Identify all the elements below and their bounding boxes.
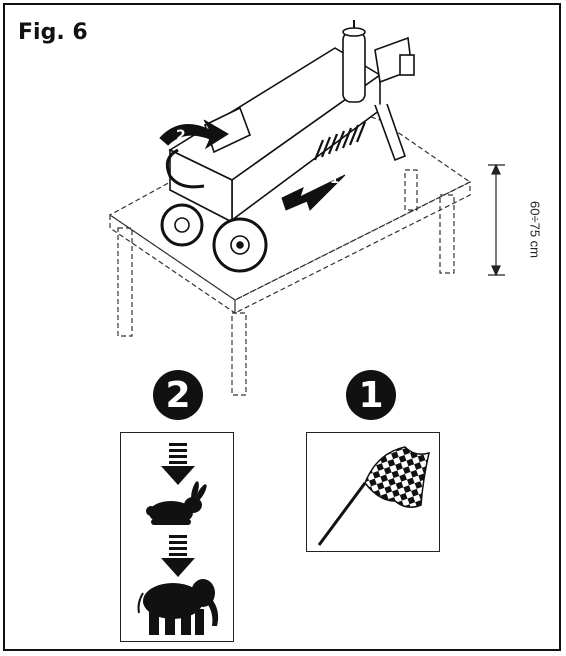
checkered-flag-icon — [317, 446, 431, 546]
step-2-panel — [120, 432, 234, 642]
direction-arrow-1 — [281, 174, 346, 211]
elephant-icon — [137, 579, 219, 635]
height-dimension-label: 60÷75 cm — [527, 201, 543, 258]
arrow-down-icon — [161, 443, 195, 485]
figure-label: Fig. 6 — [18, 20, 88, 45]
height-dimension-line — [488, 163, 505, 277]
splitter-machine — [160, 20, 415, 273]
step-1-badge: 1 — [346, 370, 396, 420]
step-2-badge: 2 — [153, 370, 203, 420]
arrow-1-label: 1 — [330, 172, 340, 187]
arrow-2-label: 2 — [176, 128, 186, 144]
rabbit-icon — [146, 481, 207, 525]
direction-arrow-2 — [159, 119, 229, 150]
arrow-down-icon — [161, 535, 195, 577]
step-1-panel — [306, 432, 440, 552]
